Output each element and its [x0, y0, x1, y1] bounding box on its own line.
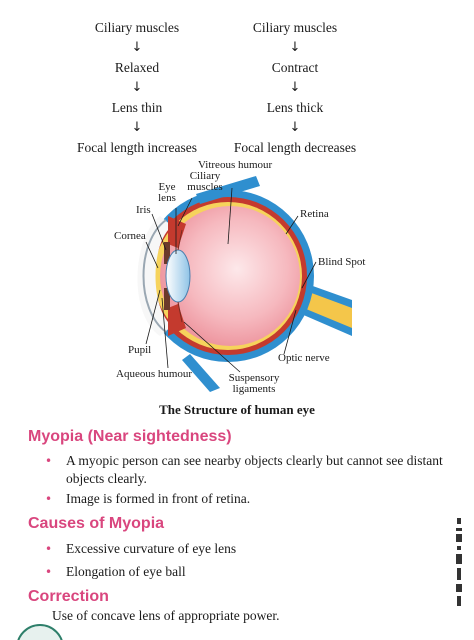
leader-line	[227, 187, 233, 245]
label-eye-lens-line2: lens	[158, 192, 176, 204]
down-arrow-icon: ↓	[289, 80, 301, 95]
correction-text: Use of concave lens of appropriate power…	[52, 608, 280, 623]
bullet-text: A myopic person can see nearby objects c…	[66, 453, 443, 486]
flow-step: Focal length decreases	[233, 140, 357, 155]
flow-column-relaxed: Ciliary muscles ↓ Relaxed ↓ Lens thin ↓ …	[42, 18, 232, 158]
down-arrow-icon: ↓	[131, 120, 143, 135]
flow-step: Contract	[271, 60, 319, 75]
leader-line	[283, 309, 297, 355]
leader-line	[177, 197, 193, 227]
bullet-icon: •	[45, 565, 53, 579]
bullet-text: Image is formed in front of retina.	[66, 491, 251, 506]
flow-step: Ciliary muscles	[252, 20, 338, 35]
leader-line	[285, 215, 299, 235]
eye-diagram: Vitreous humour Ciliary muscles Eye lens…	[0, 158, 474, 398]
label-aqueous-humour: Aqueous humour	[116, 368, 193, 380]
leader-line	[183, 321, 241, 373]
flow-step: Lens thin	[111, 100, 163, 115]
vitreous-body	[160, 206, 300, 346]
myopia-heading: Myopia (Near sightedness)	[28, 428, 232, 445]
muscle-bottom	[182, 354, 220, 392]
bullet-icon: •	[45, 454, 53, 468]
label-ciliary-muscles-line2: muscles	[187, 181, 223, 193]
flow-step: Relaxed	[114, 60, 160, 75]
causes-heading: Causes of Myopia	[28, 515, 165, 532]
label-cornea: Cornea	[114, 230, 146, 242]
flow-step: Focal length increases	[77, 140, 197, 155]
flow-step: Lens thick	[266, 100, 324, 115]
bullet-text: Excessive curvature of eye lens	[66, 541, 237, 556]
eye-illustration	[137, 176, 352, 392]
flow-column-contract: Ciliary muscles ↓ Contract ↓ Lens thick …	[200, 18, 390, 158]
anterior-chamber	[137, 216, 172, 336]
bullet-icon: •	[45, 492, 53, 506]
leader-line	[145, 241, 159, 269]
myopia-bullet: • Image is formed in front of retina.	[45, 490, 446, 508]
correction-heading: Correction	[28, 588, 109, 605]
bullet-icon: •	[45, 542, 53, 556]
label-ciliary-muscles-line1: Ciliary	[189, 170, 221, 182]
figure-caption: The Structure of human eye	[159, 402, 315, 417]
suspensory-line	[177, 229, 183, 251]
leader-line	[151, 213, 167, 251]
causes-bullet: • Excessive curvature of eye lens	[45, 540, 446, 558]
iris-top	[164, 242, 170, 264]
label-optic-nerve: Optic nerve	[278, 352, 330, 364]
side-watermark-icon	[456, 518, 462, 606]
muscle-top	[196, 176, 260, 204]
down-arrow-icon: ↓	[131, 40, 143, 55]
down-arrow-icon: ↓	[131, 80, 143, 95]
label-eye-lens-line1: Eye	[158, 181, 176, 193]
down-arrow-icon: ↓	[289, 40, 301, 55]
causes-bullet: • Elongation of eye ball	[45, 563, 446, 581]
label-retina: Retina	[300, 208, 329, 220]
lens-shape	[165, 249, 191, 303]
cornea-curve	[142, 219, 167, 333]
bullet-text: Elongation of eye ball	[66, 564, 186, 579]
page-badge-icon	[16, 624, 64, 640]
label-vitreous-humour: Vitreous humour	[198, 159, 273, 171]
leader-line	[145, 289, 161, 345]
label-suspensory-ligaments-line1: Suspensory	[228, 372, 280, 384]
leader-line	[161, 297, 169, 369]
label-iris: Iris	[136, 204, 151, 216]
leader-line	[301, 261, 317, 289]
suspensory-line	[177, 301, 183, 323]
flow-step: Ciliary muscles	[94, 20, 180, 35]
label-blind-spot: Blind Spot	[318, 256, 366, 268]
ciliary-body-bottom	[168, 304, 186, 336]
down-arrow-icon: ↓	[289, 120, 301, 135]
ciliary-body-top	[168, 216, 186, 248]
label-pupil: Pupil	[128, 344, 152, 356]
iris-bottom	[164, 288, 170, 310]
myopia-bullet: • A myopic person can see nearby objects…	[45, 452, 446, 488]
label-suspensory-ligaments-line2: ligaments	[232, 383, 276, 395]
